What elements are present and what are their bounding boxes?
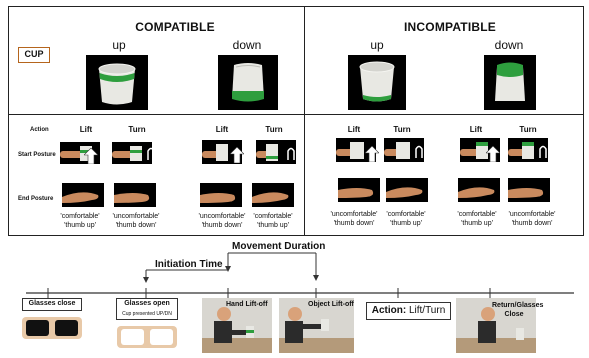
action-header-1: Lift	[79, 125, 93, 134]
caption-1-line1: 'comfortable'	[60, 213, 100, 220]
turn-arrow-icon-2	[286, 146, 296, 165]
movement-duration-label: Movement Duration	[232, 241, 326, 252]
caption-6: 'comfortable' 'thumb up'	[376, 210, 436, 228]
action-header-3: Lift	[215, 125, 229, 134]
return-close-label: Return/Glasses Close	[492, 302, 544, 318]
arrow-up-icon-4	[485, 145, 501, 167]
vertical-divider	[304, 6, 305, 236]
end-posture-1	[62, 183, 104, 207]
object-liftoff-photo	[279, 298, 354, 353]
glasses-open-box	[116, 298, 178, 320]
incompat-down-label: down	[494, 38, 524, 52]
initiation-time-arrow	[143, 277, 149, 283]
turn-arrow-icon-4	[538, 144, 548, 163]
end-posture-5	[338, 178, 380, 202]
start-posture-4	[256, 140, 296, 164]
arrow-up-icon-2	[229, 146, 245, 168]
start-posture-6	[384, 138, 424, 162]
caption-8-line1: 'uncomfortable'	[508, 211, 556, 218]
glasses-closed-icon	[20, 313, 84, 348]
caption-3: 'uncomfortable' 'thumb down'	[192, 212, 252, 230]
end-posture-6	[386, 178, 428, 202]
caption-7-line2: 'thumb up'	[461, 220, 493, 227]
row-label-end-posture: End Posture	[18, 196, 54, 202]
caption-1-line2: 'thumb up'	[64, 222, 96, 229]
initiation-time-bracket	[145, 269, 228, 278]
caption-2: 'uncomfortable' 'thumb down'	[106, 212, 166, 230]
action-value: Lift/Turn	[408, 305, 446, 316]
cup-photo-incompat-up	[348, 55, 406, 110]
start-posture-8	[508, 138, 548, 162]
turn-arrow-icon-1	[146, 146, 156, 165]
end-posture-8	[508, 178, 550, 202]
caption-7-line1: 'comfortable'	[457, 211, 497, 218]
glasses-open-icon	[115, 322, 179, 357]
caption-5-line2: 'thumb down'	[333, 220, 375, 227]
action-label-row: Action: Lift/Turn	[366, 305, 451, 316]
initiation-time-label: Initiation Time	[155, 259, 223, 270]
cup-photo-compat-up	[86, 55, 148, 110]
end-posture-7	[458, 178, 500, 202]
caption-1: 'comfortable' 'thumb up'	[50, 212, 110, 230]
row-label-start-posture: Start Posture	[18, 152, 56, 158]
caption-6-line1: 'comfortable'	[386, 211, 426, 218]
turn-arrow-icon-3	[414, 144, 424, 163]
caption-6-line2: 'thumb up'	[390, 220, 422, 227]
start-posture-2	[112, 142, 152, 164]
row-label-action: Action	[30, 127, 49, 133]
movement-duration-arrow-right	[313, 275, 319, 281]
cup-label-box	[18, 47, 50, 63]
action-header-7: Lift	[469, 125, 483, 134]
glasses-open-sublabel: Cup presented UP/DN	[122, 311, 172, 317]
caption-8: 'uncomfortable' 'thumb down'	[502, 210, 562, 228]
incompatible-header: INCOMPATIBLE	[404, 20, 496, 34]
movement-duration-bracket	[227, 252, 317, 276]
arrow-up-icon-1	[83, 147, 99, 169]
cup-photo-incompat-down	[484, 55, 536, 110]
caption-4: 'comfortable' 'thumb up'	[243, 212, 303, 230]
caption-3-line2: 'thumb down'	[201, 222, 243, 229]
movement-duration-arrow-left	[225, 266, 231, 272]
return-close-photo	[456, 298, 536, 353]
incompat-up-label: up	[370, 38, 384, 52]
cup-label: CUP	[24, 49, 44, 59]
action-header-2: Turn	[128, 125, 146, 134]
action-box	[366, 302, 451, 320]
action-header-5: Lift	[347, 125, 361, 134]
horizontal-divider	[8, 114, 584, 115]
compatible-header: COMPATIBLE	[135, 20, 215, 34]
caption-3-line1: 'uncomfortable'	[198, 213, 246, 220]
top-frame	[8, 6, 584, 236]
compat-down-label: down	[232, 38, 262, 52]
caption-4-line1: 'comfortable'	[253, 213, 293, 220]
end-posture-4	[252, 183, 294, 207]
action-label: Action:	[371, 305, 407, 316]
glasses-close-label: Glasses close	[28, 300, 76, 307]
object-liftoff-label: Object Lift-off	[308, 301, 354, 308]
timeline-ticks	[47, 288, 491, 298]
hand-liftoff-label: Hand Lift-off	[226, 301, 268, 308]
caption-2-line1: 'uncomfortable'	[112, 213, 160, 220]
caption-2-line2: 'thumb down'	[115, 222, 157, 229]
caption-5-line1: 'uncomfortable'	[330, 211, 378, 218]
action-header-6: Turn	[393, 125, 411, 134]
action-header-8: Turn	[519, 125, 537, 134]
action-header-4: Turn	[265, 125, 283, 134]
cup-photo-compat-down	[218, 55, 278, 110]
glasses-open-label: Glasses open	[124, 300, 170, 307]
caption-8-line2: 'thumb down'	[511, 220, 553, 227]
compat-up-label: up	[112, 38, 126, 52]
glasses-close-box	[22, 298, 82, 311]
caption-4-line2: 'thumb up'	[257, 222, 289, 229]
end-posture-2	[114, 183, 156, 207]
caption-5: 'uncomfortable' 'thumb down'	[324, 210, 384, 228]
hand-liftoff-photo	[202, 298, 272, 353]
caption-7: 'comfortable' 'thumb up'	[447, 210, 507, 228]
end-posture-3	[200, 183, 242, 207]
arrow-up-icon-3	[364, 145, 380, 167]
